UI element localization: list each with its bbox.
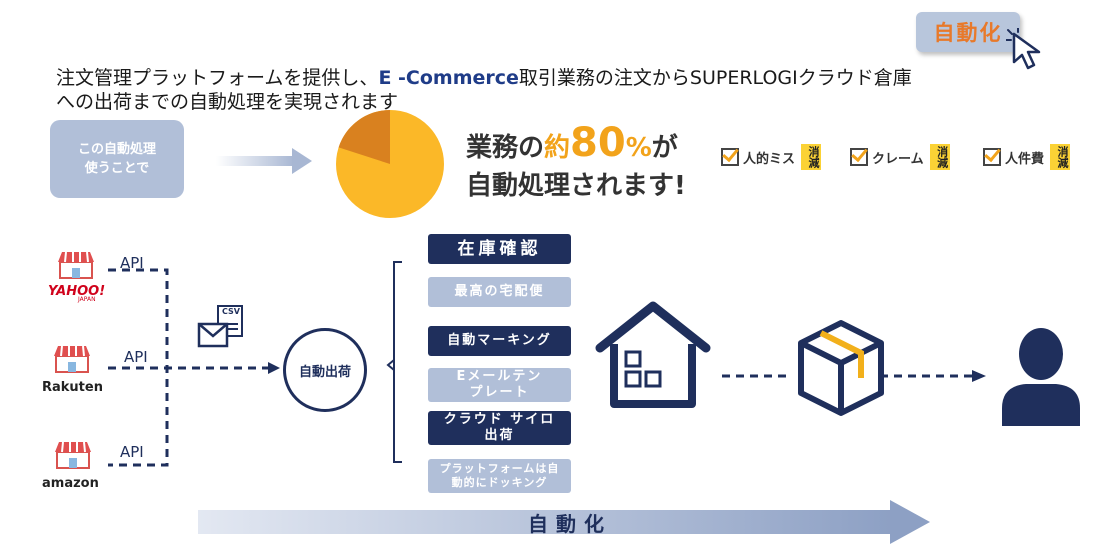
headline-part-1: 業務の — [466, 133, 545, 163]
reduce-tag: 消減 — [929, 144, 950, 170]
csv-email-icon — [197, 305, 243, 348]
checkbox-icon — [850, 148, 868, 166]
check-item-complaint: クレーム 消減 — [850, 144, 950, 170]
headline-line-2: 自動処理されます! — [466, 171, 686, 201]
intro-text: 注文管理プラットフォームを提供し、E -Commerce取引業務の注文からSUP… — [56, 66, 956, 114]
check-label: クレーム — [872, 151, 924, 167]
api-label-yahoo: API — [120, 254, 144, 272]
automation-arrow-label: 自動化 — [528, 512, 612, 536]
headline-about: 約 — [544, 133, 571, 163]
step-stock-check: 在庫確認 — [428, 234, 571, 264]
headline-percent: 80 — [570, 120, 626, 166]
check-item-labor-cost: 人件費 消減 — [983, 144, 1071, 170]
csv-label: CSV — [222, 307, 240, 316]
step-platform-docking: プラットフォームは自 動的にドッキング — [428, 459, 571, 493]
store-icon — [58, 251, 94, 279]
step-cloud-silo-ship: クラウド サイロ 出荷 — [428, 411, 571, 445]
automation-pie-chart — [336, 110, 444, 218]
package-icon — [798, 320, 884, 416]
intro-line-1: 注文管理プラットフォームを提供し、E -Commerce取引業務の注文からSUP… — [56, 66, 956, 90]
checkbox-icon — [983, 148, 1001, 166]
use-box-line-1: この自動処理 — [77, 142, 156, 157]
headline-percent-sign: % — [625, 133, 652, 163]
check-item-human-error: 人的ミス 消減 — [721, 144, 822, 170]
right-arrow-icon — [216, 148, 312, 174]
checkbox-icon — [721, 148, 739, 166]
automation-badge[interactable]: 自動化 — [916, 12, 1020, 52]
shop-sub-yahoo: JAPAN — [78, 296, 96, 303]
auto-ship-node: 自動出荷 — [283, 328, 367, 412]
check-label: 人件費 — [1005, 151, 1045, 167]
headline: 業務の約80%が 自動処理されます! — [466, 123, 686, 205]
headline-part-2: が — [651, 133, 678, 163]
api-label-rakuten: API — [124, 348, 148, 366]
step-email-template: Eメールテン プレート — [428, 368, 571, 402]
headline-line-1: 業務の約80%が — [466, 123, 686, 167]
intro-line-1-pre: 注文管理プラットフォームを提供し、 — [56, 67, 379, 89]
check-label: 人的ミス — [743, 151, 796, 167]
cursor-click-icon — [1006, 28, 1041, 70]
shop-name-amazon: amazon — [42, 476, 99, 491]
shop-name-yahoo: YAHOO! — [48, 284, 106, 299]
store-icon — [55, 441, 91, 469]
reduce-tag: 消減 — [1050, 144, 1071, 170]
use-automation-box: この自動処理 使うことで — [50, 120, 184, 198]
auto-ship-label: 自動出荷 — [298, 364, 351, 380]
step-auto-marking: 自動マーキング — [428, 326, 571, 356]
reduce-tag: 消減 — [801, 144, 822, 170]
api-label-amazon: API — [120, 443, 144, 461]
store-icon — [54, 345, 90, 373]
intro-line-2: への出荷までの自動処理を実現されます — [56, 91, 399, 113]
use-box-line-2: 使うことで — [84, 161, 150, 176]
customer-icon — [1002, 328, 1080, 426]
warehouse-icon — [595, 301, 711, 408]
shop-name-rakuten: Rakuten — [42, 380, 103, 395]
intro-highlight: E -Commerce — [378, 67, 519, 89]
automation-arrow — [198, 500, 930, 544]
intro-line-1-post: 取引業務の注文からSUPERLOGIクラウド倉庫 — [518, 67, 912, 89]
pie-rest-slice — [338, 110, 391, 164]
step-best-courier: 最高の宅配便 — [428, 277, 571, 307]
